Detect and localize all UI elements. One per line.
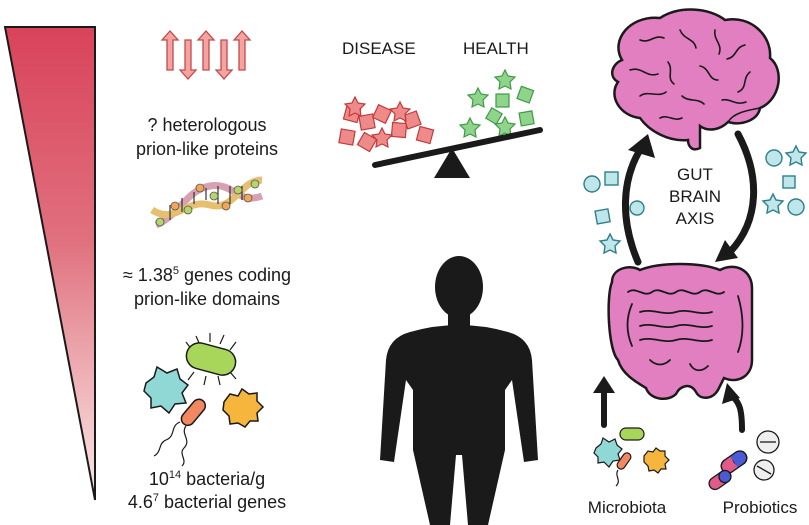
- brain-icon: [610, 8, 780, 151]
- metabolite-particles-right: [761, 144, 808, 216]
- beta-sheet-arrows-icon: [160, 30, 252, 80]
- health-label: HEALTH: [463, 39, 529, 58]
- genes-count-rest: bacterial genes: [159, 492, 287, 512]
- probiotics-label: Probiotics: [722, 498, 798, 517]
- axis-line1: GUT: [677, 165, 713, 184]
- metabolite-particles-left: [583, 171, 645, 255]
- genes-suffix: genes coding: [178, 265, 292, 285]
- disease-aggregates-icon: [338, 95, 435, 153]
- axis-line2: BRAIN: [669, 187, 721, 206]
- cycle-arrows-icon: [621, 130, 757, 266]
- dna-helix-icon: [150, 176, 264, 229]
- disease-label: DISEASE: [342, 39, 416, 58]
- balance-scale-icon: [372, 127, 543, 178]
- genes-count-base: 4.6: [127, 492, 153, 512]
- genes-exponent: 5: [172, 265, 179, 277]
- bacteria-line1: 1014 bacteria/g: [149, 468, 265, 490]
- bacteria-count-base: 10: [148, 469, 169, 489]
- bacteria-line2: 4.67 bacterial genes: [128, 491, 286, 513]
- human-silhouette-icon: [380, 256, 538, 525]
- microbiota-label: Microbiota: [587, 498, 667, 517]
- axis-line3: AXIS: [675, 209, 715, 228]
- genes-line1: ≈ 1.385 genes coding: [123, 264, 291, 286]
- health-particles-icon: [458, 68, 535, 139]
- microbiota-icon: [593, 427, 670, 487]
- proteins-line1: ? heterologous: [147, 115, 267, 135]
- genes-line2: prion-like domains: [133, 289, 281, 309]
- input-arrowheads: [593, 376, 740, 404]
- cycle-arrowheads: [628, 134, 738, 262]
- bacteria-count-rest: bacteria/g: [181, 469, 266, 489]
- genes-prefix: ≈ 1.38: [122, 265, 173, 285]
- bacteria-count-exponent: 14: [168, 469, 182, 481]
- genes-count-exponent: 7: [152, 492, 160, 504]
- proteins-line2: prion-like proteins: [135, 139, 279, 159]
- gradient-wedge: [3, 26, 96, 501]
- intestine-icon: [607, 262, 754, 401]
- bacteria-icon: [143, 333, 265, 467]
- pill-capsule-icon: [708, 430, 780, 491]
